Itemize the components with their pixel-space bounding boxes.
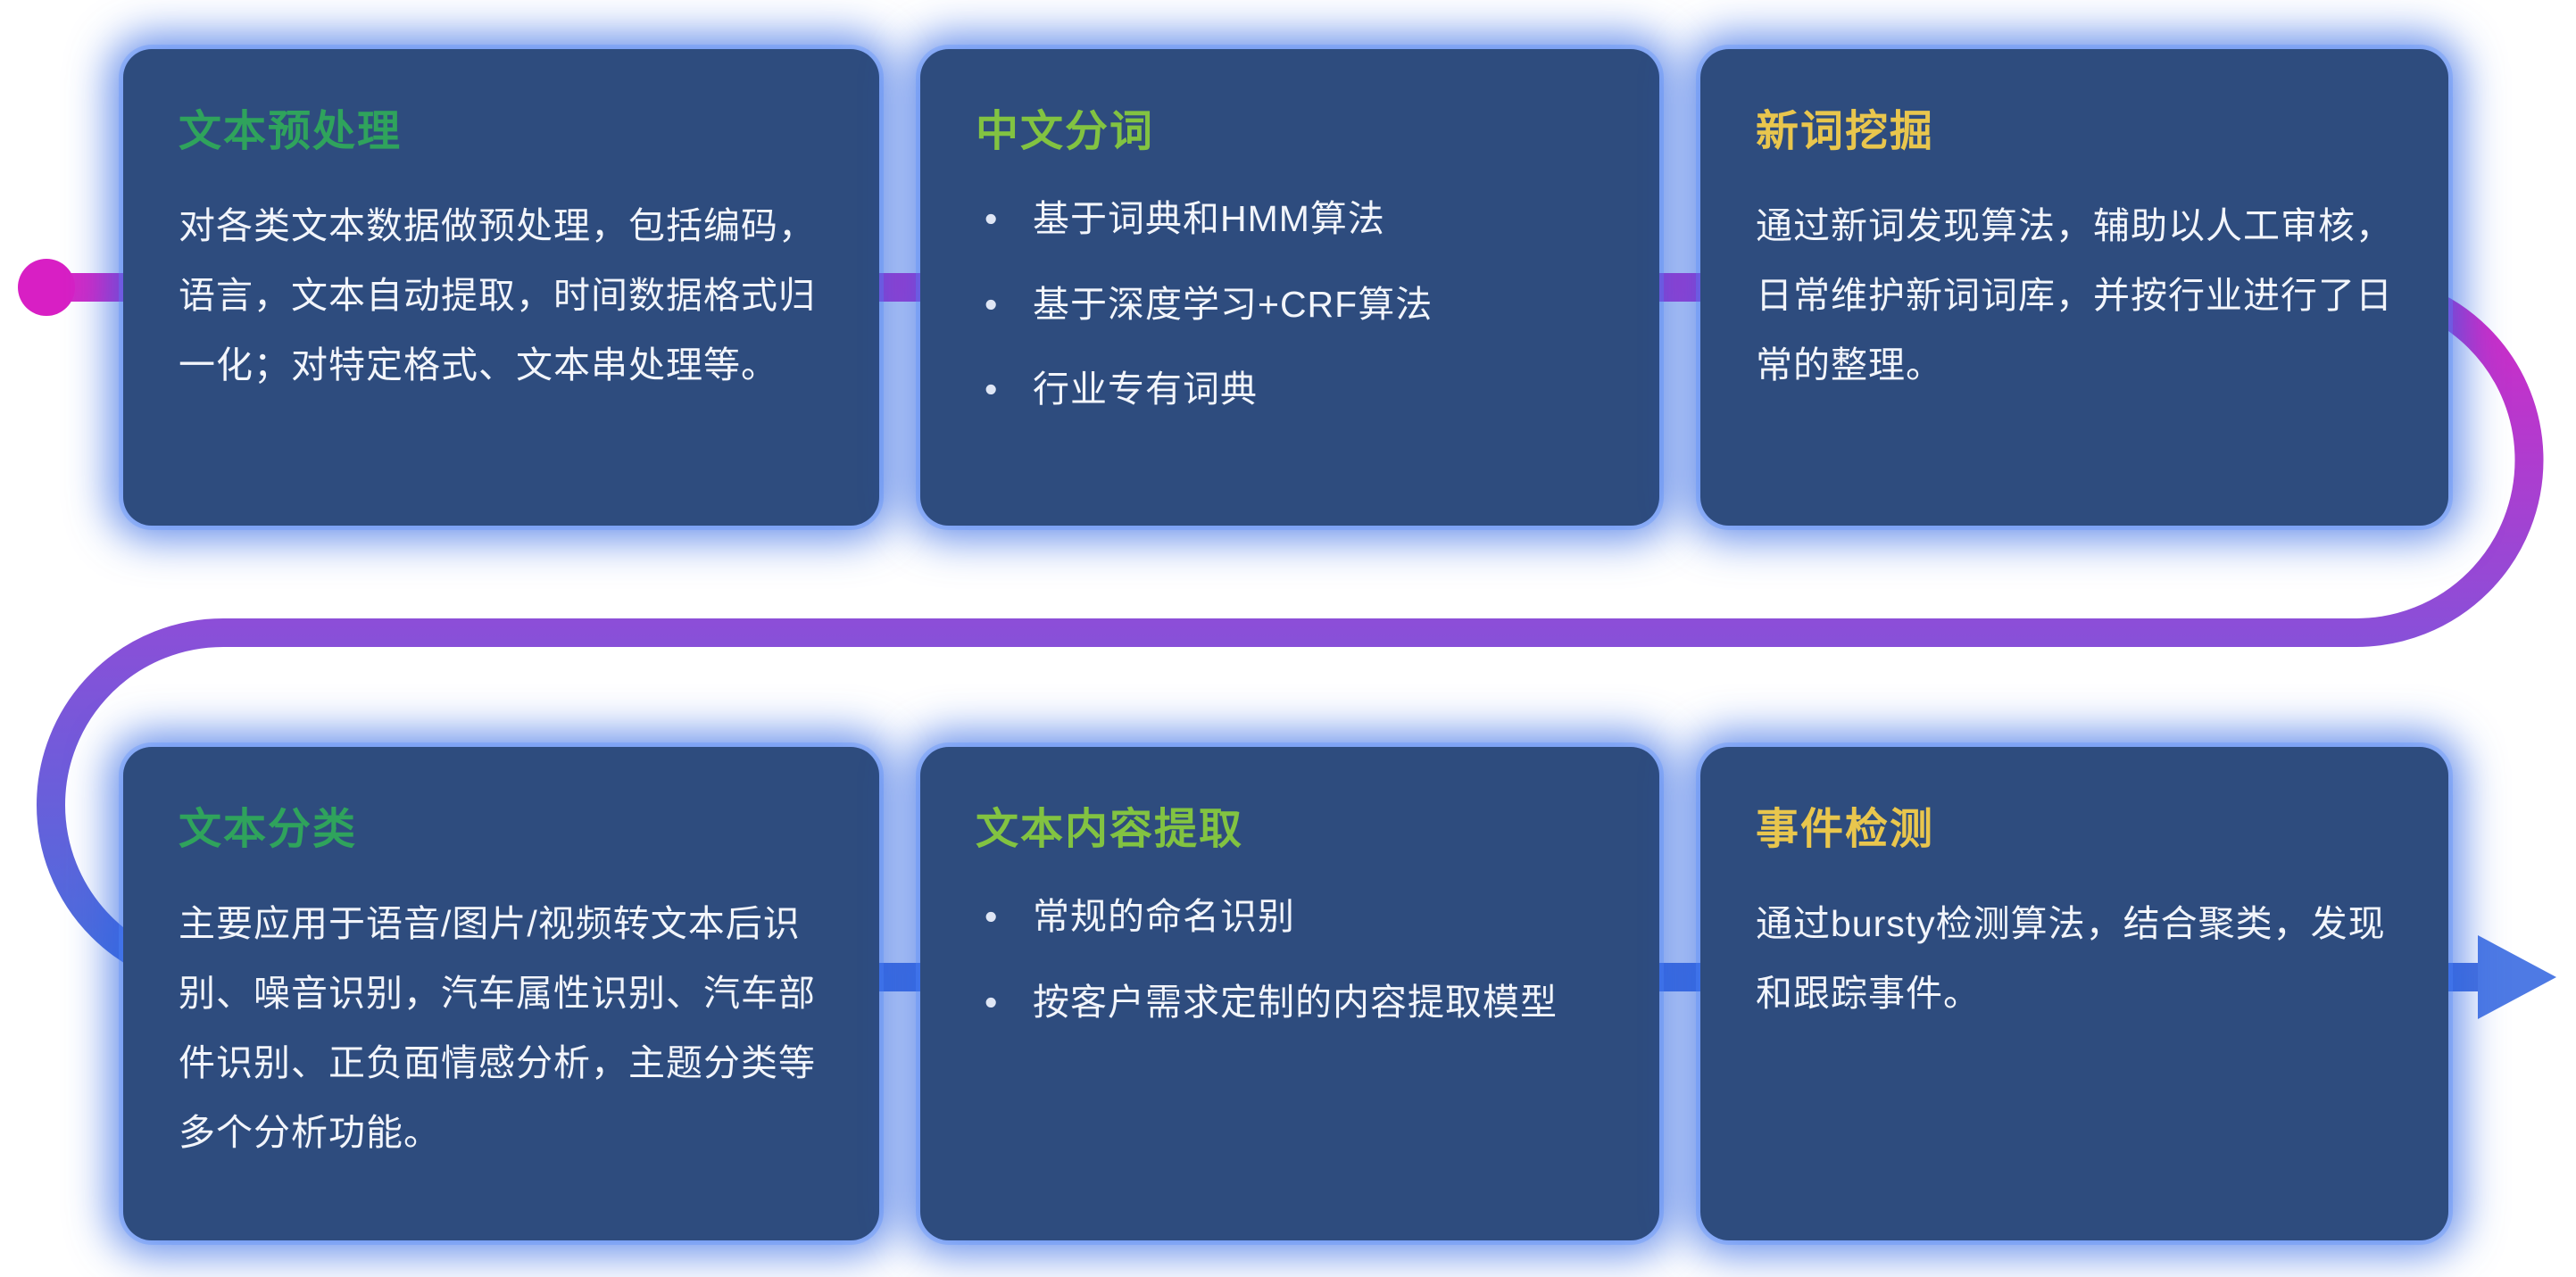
flow-path — [29, 273, 2544, 991]
card-title: 文本内容提取 — [976, 806, 1244, 853]
bullet-text: 基于词典和HMM算法 — [1033, 198, 1385, 239]
card-title: 中文分词 — [976, 108, 1155, 155]
flow-start-dot — [18, 259, 75, 316]
card-text-preprocessing: 文本预处理 对各类文本数据做预处理，包括编码，语言，文本自动提取，时间数据格式归… — [123, 49, 879, 526]
bullet-icon: • — [985, 198, 999, 239]
card-event-detection: 事件检测 通过bursty检测算法，结合聚类，发现和跟踪事件。 — [1700, 747, 2448, 1240]
bullet-icon: • — [985, 896, 999, 937]
card-body: 通过新词发现算法，辅助以人工审核，日常维护新词词库，并按行业进行了日常的整理。 — [1756, 205, 2393, 386]
card-new-word-mining: 新词挖掘 通过新词发现算法，辅助以人工审核，日常维护新词词库，并按行业进行了日常… — [1700, 49, 2448, 526]
list-item: • 行业专有词典 — [976, 362, 1604, 418]
bullet-text: 行业专有词典 — [1033, 369, 1258, 410]
card-title: 事件检测 — [1756, 806, 1935, 853]
bullet-text: 基于深度学习+CRF算法 — [1033, 283, 1433, 325]
list-item: • 基于深度学习+CRF算法 — [976, 278, 1604, 333]
card-text-content-extraction: 文本内容提取 • 常规的命名识别 • 按客户需求定制的内容提取模型 — [920, 747, 1659, 1240]
flow-arrow-icon — [2478, 935, 2556, 1019]
card-text-classification: 文本分类 主要应用于语音/图片/视频转文本后识别、噪音识别，汽车属性识别、汽车部… — [123, 747, 879, 1240]
bullet-text: 常规的命名识别 — [1033, 896, 1295, 937]
card-body: 对各类文本数据做预处理，包括编码，语言，文本自动提取，时间数据格式归一化；对特定… — [179, 205, 816, 386]
card-body: 主要应用于语音/图片/视频转文本后识别、噪音识别，汽车属性识别、汽车部件识别、正… — [179, 903, 816, 1153]
list-item: • 基于词典和HMM算法 — [976, 192, 1604, 247]
bullet-icon: • — [985, 369, 999, 410]
card-title: 文本分类 — [179, 806, 358, 853]
card-title: 文本预处理 — [179, 108, 403, 155]
card-chinese-word-segmentation: 中文分词 • 基于词典和HMM算法 • 基于深度学习+CRF算法 • 行业专有词… — [920, 49, 1659, 526]
bullet-text: 按客户需求定制的内容提取模型 — [1033, 981, 1558, 1023]
card-title: 新词挖掘 — [1756, 108, 1935, 155]
bullet-list: • 基于词典和HMM算法 • 基于深度学习+CRF算法 • 行业专有词典 — [976, 192, 1604, 418]
list-item: • 常规的命名识别 — [976, 890, 1604, 945]
list-item: • 按客户需求定制的内容提取模型 — [976, 975, 1604, 1031]
card-body: 通过bursty检测算法，结合聚类，发现和跟踪事件。 — [1756, 903, 2386, 1014]
bullet-icon: • — [985, 981, 999, 1023]
bullet-icon: • — [985, 283, 999, 325]
bullet-list: • 常规的命名识别 • 按客户需求定制的内容提取模型 — [976, 890, 1604, 1030]
